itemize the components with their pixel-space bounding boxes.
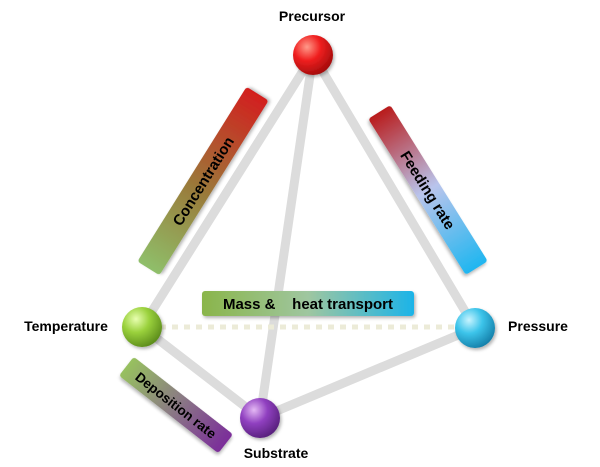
edge-precursor-substrate xyxy=(255,50,318,423)
band-deposition-rate-bar xyxy=(120,357,232,453)
band-mass-heat-transport-bar xyxy=(202,291,414,316)
band-concentration: Concentration xyxy=(138,87,268,275)
node-pressure-label: Pressure xyxy=(508,318,568,334)
band-concentration-label: Concentration xyxy=(170,134,238,229)
band-deposition-rate: Deposition rate xyxy=(120,357,232,453)
edge-substrate-pressure xyxy=(255,323,480,423)
edge-precursor-pressure xyxy=(308,50,480,333)
node-temperature xyxy=(122,307,162,347)
node-substrate xyxy=(240,398,280,438)
node-precursor-label: Precursor xyxy=(279,8,346,24)
edge-temperature-substrate xyxy=(137,322,265,423)
node-precursor xyxy=(293,35,333,75)
band-mass-heat-transport-label: Mass & heat transport xyxy=(223,296,393,313)
band-feeding-rate-bar xyxy=(369,106,487,274)
node-pressure xyxy=(455,308,495,348)
node-substrate-label: Substrate xyxy=(244,445,309,461)
edges xyxy=(137,50,480,423)
node-temperature-label: Temperature xyxy=(24,318,108,334)
edge-precursor-temperature xyxy=(137,50,318,332)
band-feeding-rate-label: Feeding rate xyxy=(396,148,458,233)
band-mass-heat-transport: Mass & heat transport xyxy=(202,291,414,316)
band-concentration-bar xyxy=(138,87,268,275)
